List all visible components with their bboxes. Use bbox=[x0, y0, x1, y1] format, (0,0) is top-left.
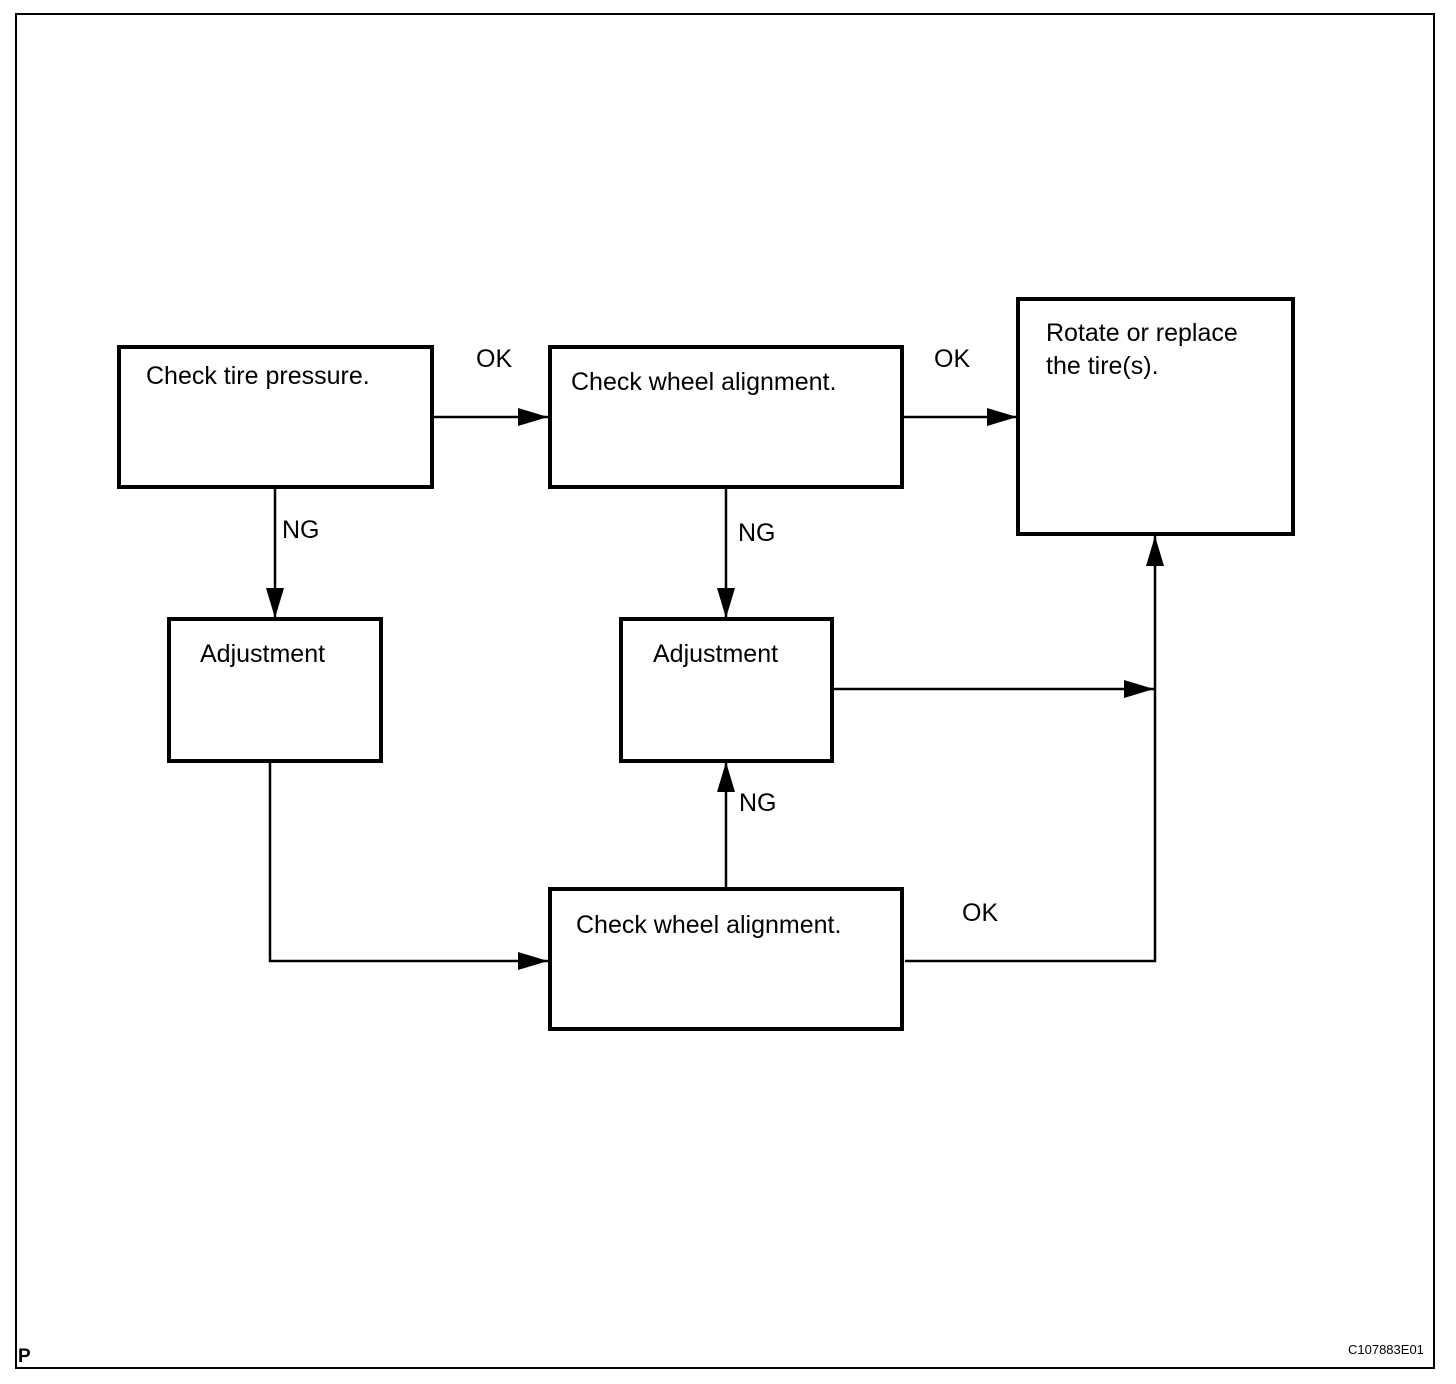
adjustment-center-box bbox=[619, 617, 834, 763]
ng-label-tire: NG bbox=[282, 516, 320, 544]
check-tire-pressure-box bbox=[117, 345, 434, 489]
check-wheel-alignment-bottom-text: Check wheel alignment. bbox=[576, 911, 842, 939]
check-wheel-alignment-bottom-box bbox=[548, 887, 904, 1031]
arrow-adjustment-to-alignment-bottom bbox=[268, 762, 548, 970]
ng-label-alignment-bottom: NG bbox=[739, 789, 777, 817]
rotate-or-replace-box bbox=[1016, 297, 1295, 536]
figure-frame bbox=[15, 13, 1435, 1369]
check-wheel-alignment-top-box bbox=[548, 345, 904, 489]
ok-label-alignment-bottom: OK bbox=[962, 899, 999, 927]
adjustment-left-text: Adjustment bbox=[200, 640, 326, 668]
ng-label-alignment-top: NG bbox=[738, 519, 776, 547]
adjustment-left-box bbox=[167, 617, 383, 763]
check-tire-pressure-text: Check tire pressure. bbox=[146, 362, 370, 390]
figure-code: C107883E01 bbox=[1348, 1342, 1424, 1357]
page-mark: P bbox=[18, 1346, 31, 1367]
check-wheel-alignment-top-text: Check wheel alignment. bbox=[571, 368, 837, 396]
rotate-or-replace-text: Rotate or replace the tire(s). bbox=[1046, 319, 1238, 380]
arrow-alignment-bottom-to-rotate bbox=[905, 536, 1164, 963]
ok-label-alignment-top: OK bbox=[934, 345, 971, 373]
adjustment-center-text: Adjustment bbox=[653, 640, 779, 668]
ok-label-tire: OK bbox=[476, 345, 513, 373]
